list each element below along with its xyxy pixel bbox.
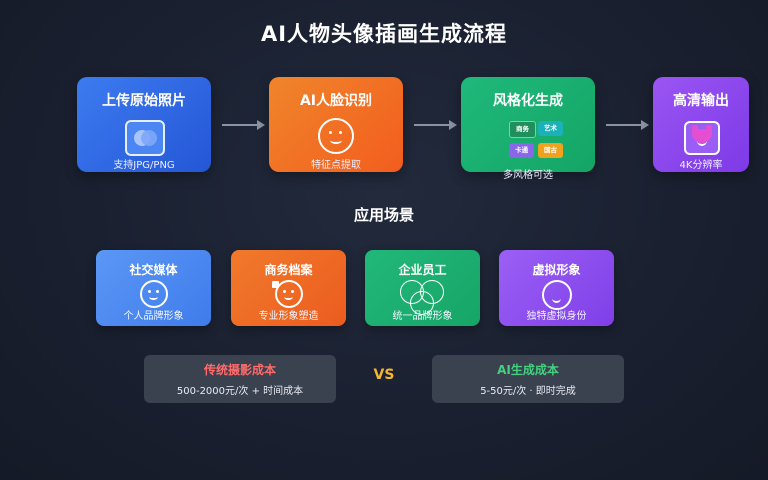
avatar-face-icon — [542, 280, 572, 310]
step-sub: 多风格可选 — [503, 170, 553, 181]
app-sub: 统一品牌形象 — [392, 311, 453, 322]
app-business-profile: 商务档案 专业形象塑造 — [231, 250, 346, 326]
ai-cost-detail: 5-50元/次 · 即时完成 — [480, 386, 576, 397]
style-chip-art: 艺术 — [538, 121, 563, 136]
photo-upload-icon — [125, 120, 165, 156]
face-scan-icon — [318, 118, 354, 154]
app-virtual-avatar: 虚拟形象 独特虚拟身份 — [499, 250, 614, 326]
app-sub: 个人品牌形象 — [123, 311, 184, 322]
badge-square-icon — [272, 281, 279, 288]
app-sub: 独特虚拟身份 — [526, 311, 587, 322]
step-label: 上传原始照片 — [102, 93, 186, 109]
step-face-recognition: AI人脸识别 特征点提取 — [269, 77, 403, 172]
arrow-right-icon — [606, 120, 649, 130]
step-stylize: 风格化生成 商务 艺术 卡通 国古 多风格可选 — [461, 77, 595, 181]
group-people-icon — [400, 280, 446, 315]
ai-cost-box: AI生成成本 5-50元/次 · 即时完成 — [432, 355, 624, 403]
traditional-cost-box: 传统摄影成本 500-2000元/次 + 时间成本 — [144, 355, 336, 403]
style-chip-business: 商务 — [509, 121, 536, 138]
step-label: AI人脸识别 — [299, 93, 373, 109]
traditional-cost-detail: 500-2000元/次 + 时间成本 — [176, 386, 304, 397]
step-sub: 4K分辨率 — [679, 160, 723, 171]
vs-label: VS — [373, 367, 395, 383]
step-hd-output: 高清输出 4K分辨率 — [653, 77, 749, 172]
app-corporate-staff: 企业员工 统一品牌形象 — [365, 250, 480, 326]
app-label: 企业员工 — [398, 263, 447, 277]
smiley-face-icon — [140, 280, 168, 308]
smiley-face-icon — [275, 280, 303, 308]
app-sub: 专业形象塑造 — [258, 311, 319, 322]
style-chip-classic: 国古 — [538, 143, 563, 158]
ai-cost-label: AI生成成本 — [497, 363, 559, 377]
app-label: 商务档案 — [264, 263, 313, 277]
traditional-cost-label: 传统摄影成本 — [203, 363, 276, 377]
app-social-media: 社交媒体 个人品牌形象 — [96, 250, 211, 326]
step-sub: 支持JPG/PNG — [113, 160, 175, 171]
arrow-right-icon — [414, 120, 457, 130]
step-label: 高清输出 — [673, 93, 729, 109]
applications-title: 应用场景 — [353, 206, 414, 224]
app-label: 社交媒体 — [129, 263, 178, 277]
step-label: 风格化生成 — [493, 93, 563, 109]
step-sub: 特征点提取 — [311, 160, 361, 171]
page-title: AI人物头像插画生成流程 — [260, 22, 508, 46]
hd-portrait-icon — [684, 121, 720, 155]
style-chip-cartoon: 卡通 — [509, 143, 534, 158]
step-upload-photo: 上传原始照片 支持JPG/PNG — [77, 77, 211, 172]
app-label: 虚拟形象 — [532, 263, 581, 277]
arrow-right-icon — [222, 120, 265, 130]
